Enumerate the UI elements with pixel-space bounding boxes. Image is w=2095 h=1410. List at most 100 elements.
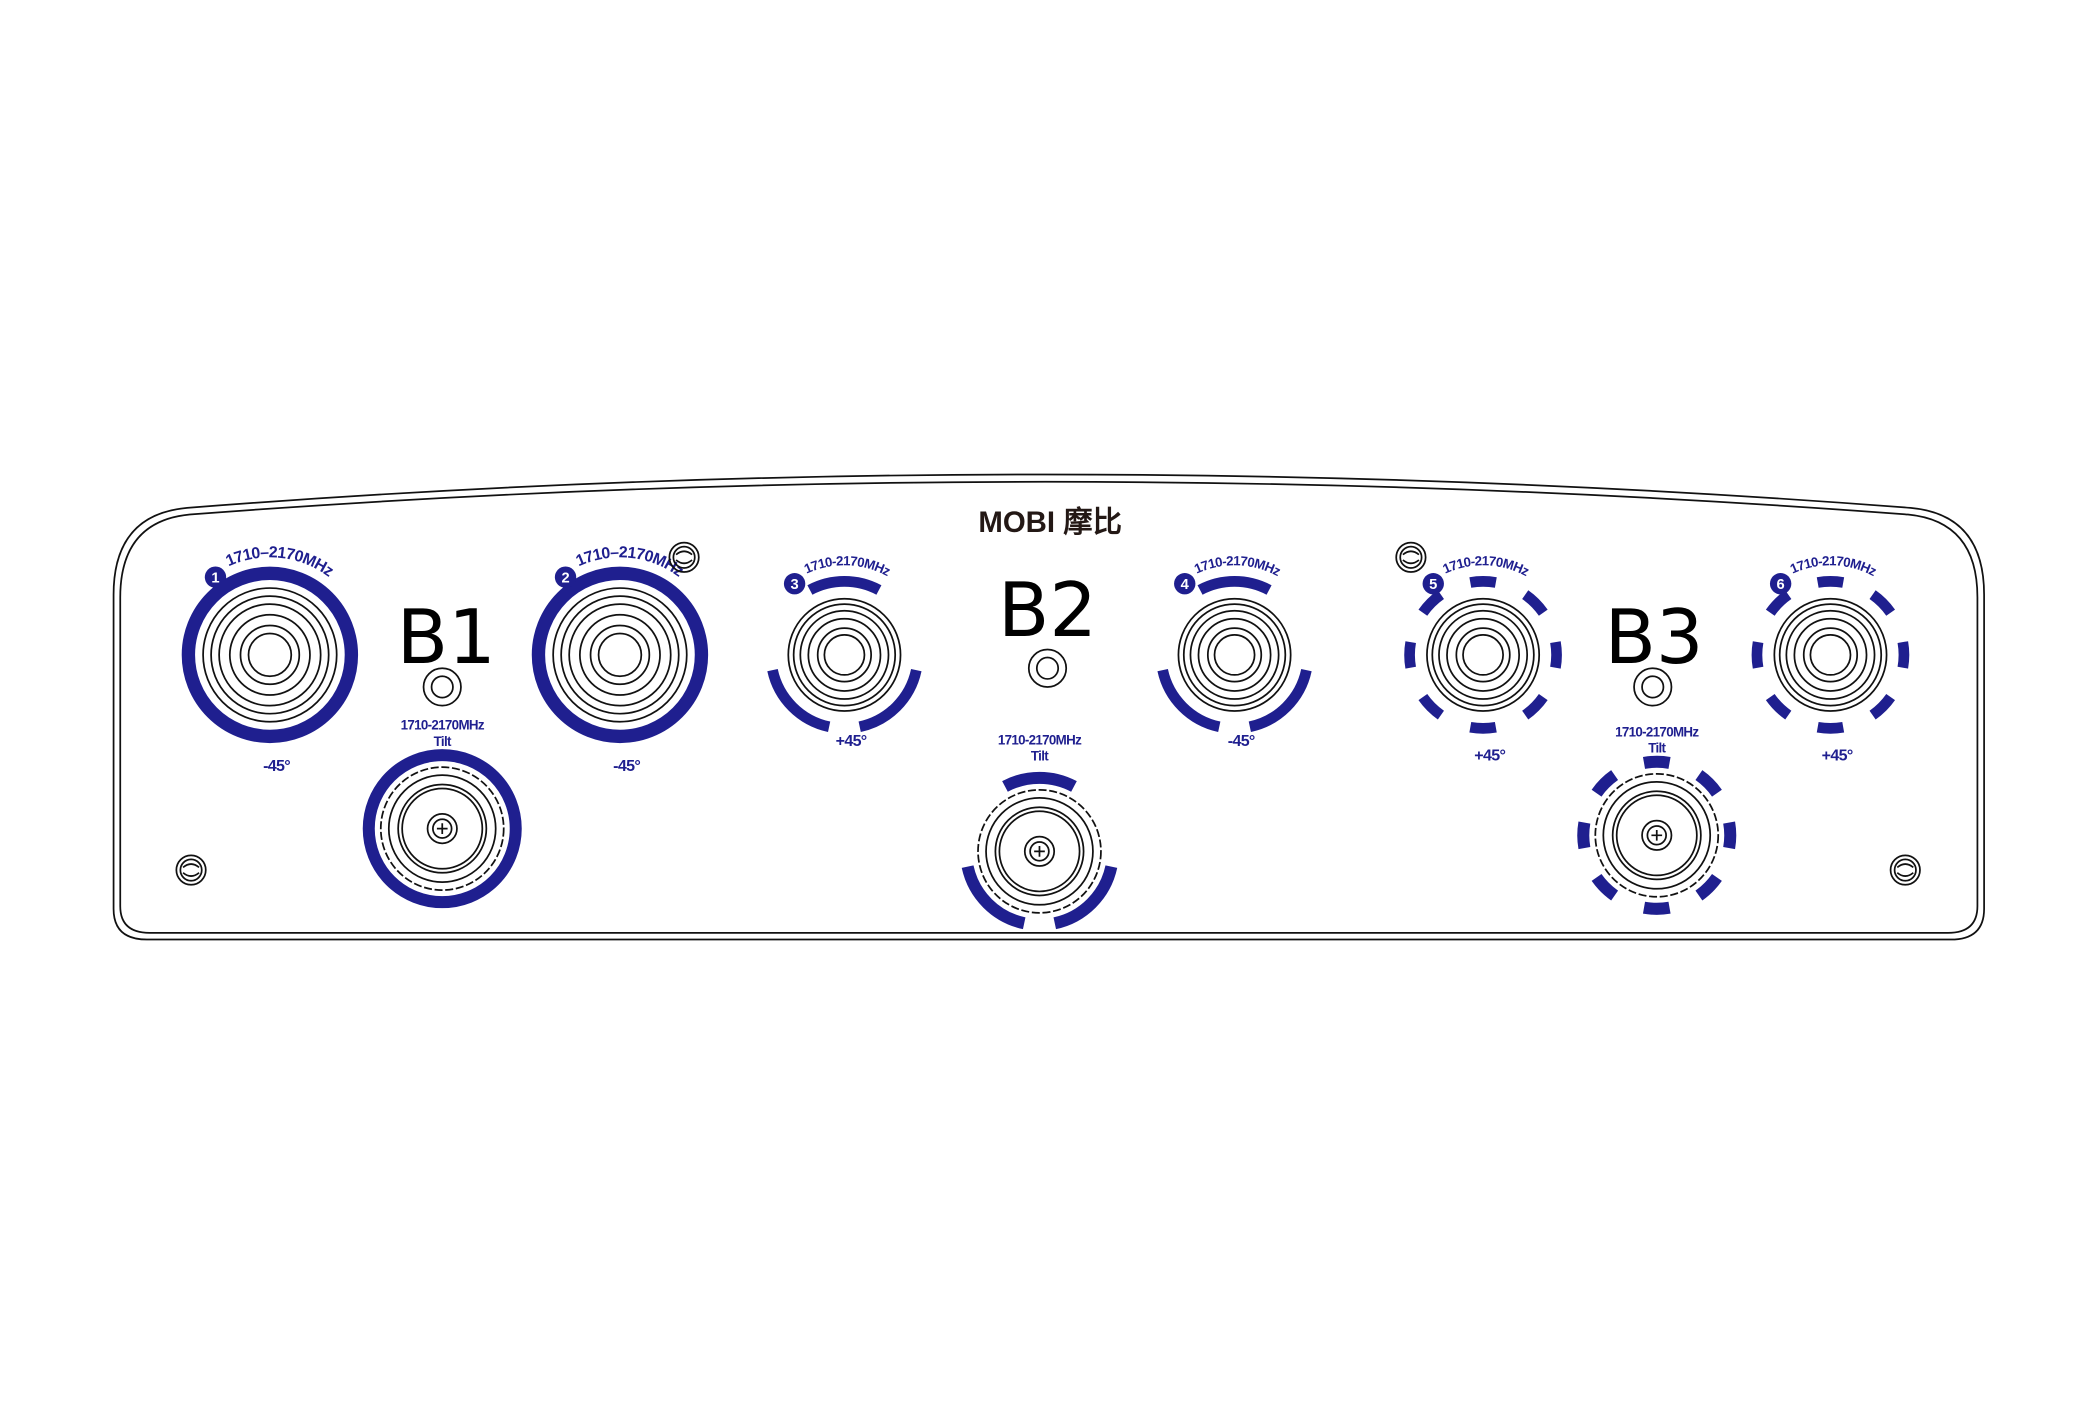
tilt-label: Tilt bbox=[1031, 748, 1049, 763]
polarization-ring bbox=[181, 566, 359, 744]
tilt-ring bbox=[397, 783, 488, 874]
tilt-ring bbox=[998, 810, 1081, 893]
tilt-ring bbox=[1602, 780, 1712, 890]
port-frequency-text: 1710-2170MHz bbox=[1788, 553, 1880, 579]
polarization-ring-segment bbox=[1869, 590, 1896, 616]
connector-ring bbox=[1206, 627, 1263, 683]
connector-ring bbox=[1182, 603, 1287, 707]
polarization-ring-segment bbox=[1765, 693, 1792, 720]
connector-ring bbox=[1785, 609, 1876, 700]
polarization-ring-segment bbox=[1695, 873, 1722, 901]
polarization-ring-segment bbox=[1418, 693, 1445, 720]
connector-center bbox=[597, 632, 643, 678]
connector-ring bbox=[1426, 597, 1541, 712]
polarization-label: +45° bbox=[1474, 746, 1505, 764]
cross-screw-icon bbox=[1034, 846, 1045, 857]
tilt-center bbox=[1023, 835, 1056, 867]
port-frequency-text: 1710-2170MHz bbox=[1192, 553, 1284, 579]
mounting-screw bbox=[1395, 541, 1427, 573]
connector-ring bbox=[578, 613, 661, 696]
port-number-badge bbox=[554, 566, 577, 588]
connector-ring bbox=[1455, 627, 1511, 683]
connector-ring bbox=[792, 603, 897, 707]
tilt-frequency: 1710-2170MHz bbox=[401, 718, 485, 733]
polarization-ring-segment bbox=[1404, 641, 1416, 669]
tilt-ring bbox=[387, 774, 497, 883]
polarization-label: -45° bbox=[1228, 732, 1255, 750]
port-frequency: 1710-2170MHz bbox=[1788, 553, 1879, 579]
tilt-ring bbox=[985, 797, 1094, 906]
connector-ring bbox=[1793, 617, 1868, 692]
polarization-ring-segment bbox=[1002, 771, 1077, 792]
vent-hole-inner bbox=[430, 675, 454, 699]
polarization-ring-segment bbox=[1869, 693, 1896, 720]
tilt-frequency: 1710-2170MHz bbox=[998, 732, 1082, 747]
panel-outline-inner bbox=[119, 480, 1979, 934]
port-number: 5 bbox=[1429, 577, 1437, 593]
tilt-connector[interactable] bbox=[1577, 755, 1737, 915]
polarization-label: +45° bbox=[1822, 746, 1853, 764]
polarization-ring-segment bbox=[1197, 576, 1272, 595]
tilt-ring bbox=[1615, 794, 1698, 877]
tilt-screw bbox=[1646, 825, 1667, 846]
port-frequency-text: 1710-2170MHz bbox=[1440, 553, 1532, 579]
tilt-frequency: 1710-2170MHz bbox=[1615, 724, 1699, 739]
connector-ring bbox=[239, 624, 301, 686]
polarization-label: -45° bbox=[613, 757, 640, 775]
polarization-ring-segment bbox=[1521, 590, 1548, 616]
tilt-center bbox=[426, 813, 458, 845]
panel-outline bbox=[112, 473, 1985, 941]
tilt-screw bbox=[1029, 841, 1050, 862]
polarization-ring-segment bbox=[1765, 590, 1792, 616]
connector-ring bbox=[589, 624, 651, 686]
brand-logo: MOBI 摩比 bbox=[978, 505, 1122, 539]
port-frequency: 1710-2170MHz bbox=[1192, 553, 1283, 579]
connector-ring bbox=[807, 617, 882, 692]
connector-ring bbox=[1773, 597, 1888, 712]
tilt-screw bbox=[432, 818, 453, 839]
connector-ring bbox=[568, 603, 672, 707]
polarization-ring-segment bbox=[1577, 821, 1591, 850]
connector-ring bbox=[1189, 609, 1280, 700]
polarization-ring-segment bbox=[1816, 721, 1845, 734]
tilt-connector[interactable] bbox=[961, 771, 1118, 930]
polarization-ring-segment bbox=[1469, 576, 1497, 588]
tilt-ring bbox=[1611, 790, 1702, 881]
polarization-ring-segment bbox=[1723, 821, 1737, 850]
polarization-ring-segment bbox=[1695, 770, 1722, 797]
polarization-ring-segment bbox=[1591, 770, 1619, 797]
port-number: 3 bbox=[791, 577, 799, 593]
polarization-label: -45° bbox=[263, 757, 290, 775]
connector-ring bbox=[210, 595, 330, 715]
port-frequency-text: 1710-2170MHz bbox=[802, 553, 894, 579]
connector-ring bbox=[218, 603, 322, 707]
polarization-ring-segment bbox=[1469, 721, 1497, 734]
vent-hole-inner bbox=[1035, 656, 1060, 680]
connector-ring bbox=[1431, 603, 1535, 707]
tilt-connector[interactable] bbox=[362, 749, 522, 909]
port-number-badge bbox=[1174, 573, 1196, 595]
mounting-screw bbox=[668, 541, 700, 573]
polarization-ring-segment bbox=[1248, 668, 1312, 733]
port-number: 4 bbox=[1181, 577, 1190, 593]
vent-hole bbox=[1027, 648, 1068, 688]
polarization-ring-segment bbox=[1897, 641, 1910, 669]
port-frequency: 1710-2170MHz bbox=[802, 553, 893, 579]
connector-ring bbox=[1778, 603, 1883, 707]
port-number-badge bbox=[783, 573, 806, 595]
tilt-ring bbox=[994, 806, 1085, 897]
connector-center bbox=[1213, 633, 1256, 676]
connector-ring bbox=[1438, 609, 1529, 700]
knurled-ring bbox=[379, 766, 505, 891]
cross-screw-icon bbox=[1651, 829, 1663, 841]
connector-center bbox=[1809, 633, 1852, 676]
